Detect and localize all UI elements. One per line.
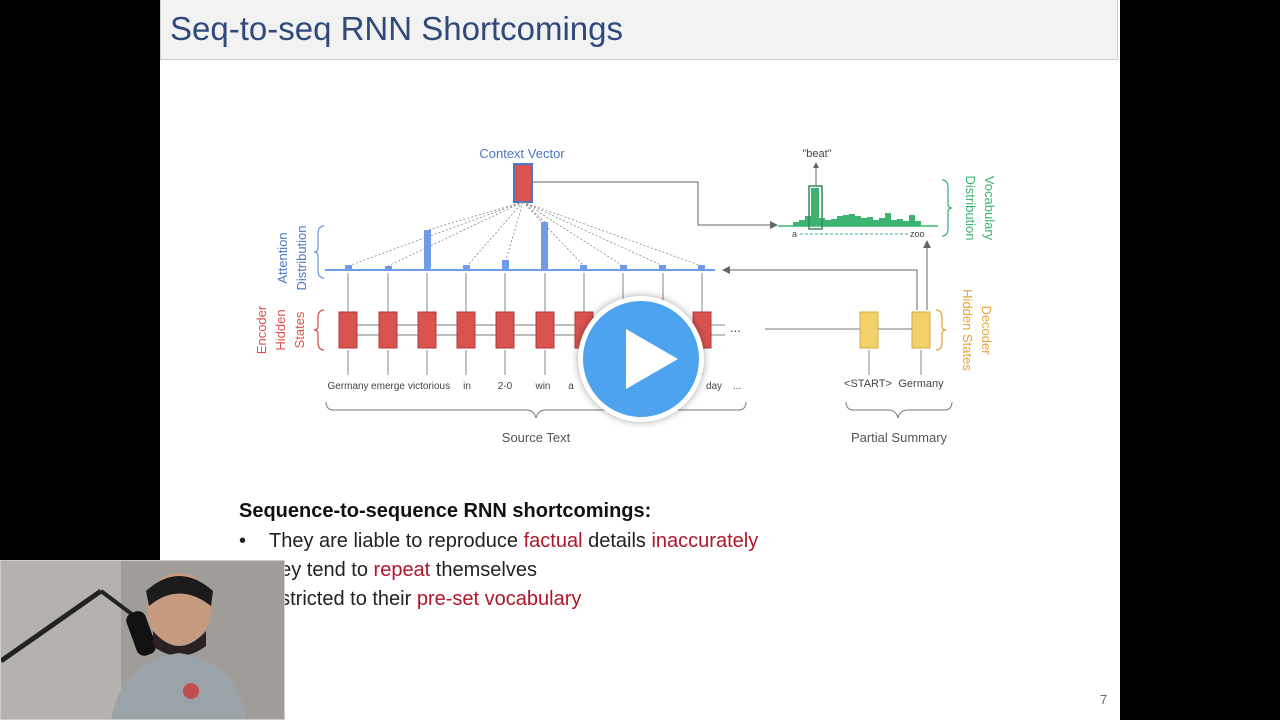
decoder-to-attention-arrow [730,269,918,310]
attention-label-line1: Attention [275,232,290,283]
highlight-factual: factual [523,530,583,552]
source-word: victorious [408,381,450,392]
source-brace [325,401,747,419]
list-item: • They are liable to reproduce factual de… [239,528,758,557]
page-number: 7 [1100,692,1108,707]
list-item: hey tend to repeat themselves [239,557,758,586]
encoder-label-line2: Hidden [273,309,288,350]
shortcomings-list: • They are liable to reproduce factual de… [239,528,758,615]
source-word: ... [733,381,741,392]
source-words: Germany emerge victorious in 2-0 win a d… [327,381,741,392]
slide-title: Seq-to-seq RNN Shortcomings [170,10,624,47]
input-arrows [347,350,922,375]
decoder-word: <START> [844,378,892,390]
context-vector-label: Context Vector [479,146,565,161]
encoder-connectors [357,324,725,336]
highlight-inaccurately: inaccurately [651,530,759,552]
bullet-text: themselves [430,559,537,581]
decoder-states [859,311,931,349]
bullet-text: details [582,530,652,552]
output-word: "beat" [802,148,831,160]
slide: Seq-to-seq RNN Shortcomings Context Vect… [160,0,1120,720]
source-word: Germany [327,381,368,392]
attention-label-line2: Distribution [294,225,309,290]
seq2seq-diagram: Context Vector [254,146,997,445]
attention-lines [347,201,703,267]
play-button[interactable] [578,296,704,422]
webcam-overlay [0,560,285,720]
play-icon [626,329,678,389]
decoder-brace [935,309,947,351]
vocab-label-line1: Vocabulary [982,176,997,241]
vocab-start: a [792,229,797,239]
source-word: 2-0 [498,381,513,392]
source-word: in [463,381,471,392]
encoder-label-line3: States [292,311,307,348]
bullet-text: estricted to their [269,588,417,610]
source-word: win [534,381,550,392]
attention-bars [345,222,705,270]
decoder-label-line1: Decoder [979,305,994,355]
arrow-up-output-icon [813,162,819,168]
vocab-label-line2: Distribution [963,175,978,240]
decoder-words: <START> Germany [844,378,944,390]
highlight-repeat: repeat [373,559,431,581]
encoder-brace [313,309,325,351]
vocab-end: zoo [910,229,925,239]
context-vector-box [513,163,533,203]
decoder-label-line2: Hidden States [960,289,975,371]
context-to-vocab-arrow [532,181,770,226]
source-word: a [568,381,574,392]
partial-brace [845,401,953,419]
encoder-ellipsis: ... [730,320,741,335]
highlight-vocabulary: pre-set vocabulary [416,588,582,610]
encoder-label-line1: Encoder [254,305,269,354]
arrow-head-icon [770,221,778,229]
attention-brace [313,225,325,279]
arrow-left-icon [722,266,730,274]
bullet-text: hey tend to [269,559,374,581]
source-word: day [706,381,722,392]
presenter-video [1,561,284,719]
shortcomings-heading: Sequence-to-sequence RNN shortcomings: [239,500,652,522]
decoder-word: Germany [898,378,944,390]
partial-summary-label: Partial Summary [851,430,948,445]
source-word: emerge [371,381,405,392]
bullet-text: They are liable to reproduce [269,530,524,552]
bullet-dot: • [239,530,247,552]
selected-word-highlight [808,185,823,230]
source-text-label: Source Text [502,430,571,445]
vocab-bars [793,188,921,226]
vocab-brace [941,179,953,237]
title-bar: Seq-to-seq RNN Shortcomings [160,0,1118,60]
list-item: estricted to their pre-set vocabulary [239,586,758,615]
arrow-up-icon [923,240,931,248]
